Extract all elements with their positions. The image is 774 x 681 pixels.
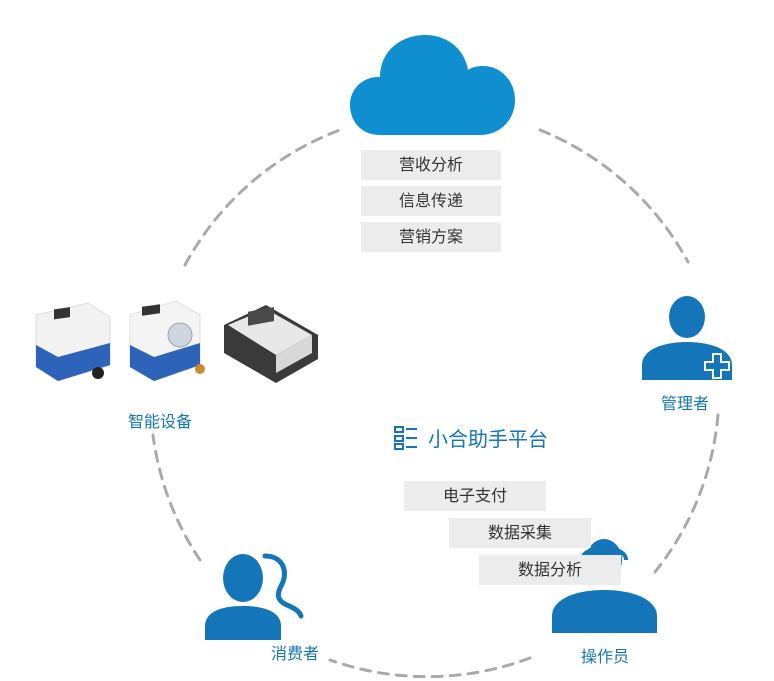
consumer-label: 消费者 [270, 644, 319, 663]
operator-icon [552, 539, 657, 633]
app-grid-icon [394, 425, 417, 450]
manager-label: 管理者 [660, 394, 709, 413]
platform-item-e-payment: 电子支付 [404, 481, 546, 511]
cloud-item-info-transfer: 信息传递 [361, 186, 501, 216]
devices-label: 智能设备 [127, 412, 192, 431]
platform-title: 小合助手平台 [394, 423, 548, 452]
cloud-icon [350, 35, 515, 135]
platform-item-data-analysis: 数据分析 [479, 555, 621, 585]
platform-item-data-collection: 数据采集 [449, 518, 591, 548]
cloud-item-revenue-analysis: 营收分析 [361, 150, 501, 180]
manager-plus-icon [642, 296, 732, 380]
cloud-item-marketing-plan: 营销方案 [361, 222, 501, 252]
consumer-icon [205, 553, 304, 640]
platform-title-text: 小合助手平台 [428, 427, 548, 451]
operator-label: 操作员 [580, 647, 629, 666]
smart-meter-icon [28, 295, 328, 390]
